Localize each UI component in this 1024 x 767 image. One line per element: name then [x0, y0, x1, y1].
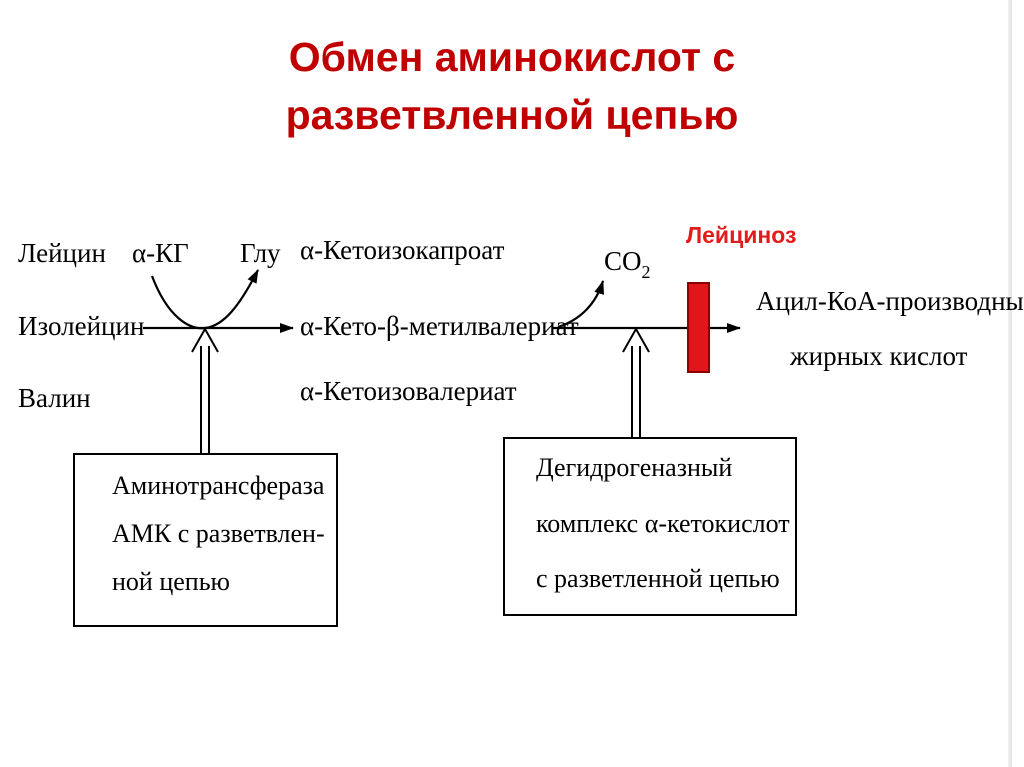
substrate-isoleucine: Изолейцин [18, 311, 144, 341]
enzyme2-box [503, 437, 797, 616]
enzyme2-double-arrow [622, 326, 650, 438]
keto-acid-ketoisovalerate: α-Кетоизовалериат [300, 376, 517, 406]
substrate-valine: Валин [18, 383, 91, 413]
enzyme1-box [73, 453, 338, 627]
slide-edge [1008, 0, 1012, 767]
title-line-1: Обмен аминокислот с [288, 34, 736, 80]
products-line-2: жирных кислот [789, 341, 968, 371]
transamination-curve-arrow [150, 269, 259, 330]
title-line-2: разветвленной цепью [285, 92, 739, 138]
co2-base: CO [604, 246, 642, 276]
co2-release-arrow [557, 280, 605, 329]
products-line-1: Ацил-КоА-производные [756, 286, 1024, 316]
enzyme1-line-3: ной цепью [112, 567, 230, 596]
enzyme1-line-1: Аминотрансфераза [112, 471, 325, 500]
glutamate-label: Глу [240, 238, 281, 268]
leucinosis-label: Лейциноз [686, 222, 796, 248]
alpha-ketoglutarate-label: α-КГ [132, 238, 189, 268]
substrate-leucine: Лейцин [18, 238, 106, 268]
enzyme2-line-1: Дегидрогеназный [536, 453, 732, 482]
co2-label: CO2 [604, 246, 651, 282]
enzyme2-line-3: с разветленной цепью [536, 564, 780, 593]
keto-acid-keto-methylvalerate: α-Кето-β-метилвалериат [300, 311, 579, 341]
enzyme1-line-2: АМК с разветвлен- [112, 519, 325, 548]
slide-title: Обмен аминокислот с разветвленной цепью [0, 28, 1024, 144]
enzyme2-line-2: комплекс α-кетокислот [536, 509, 790, 538]
co2-subscript: 2 [642, 262, 651, 282]
keto-acid-ketoisocaproate: α-Кетоизокапроат [300, 235, 505, 265]
leucinosis-block-marker [687, 282, 710, 373]
enzyme1-double-arrow [191, 326, 219, 454]
